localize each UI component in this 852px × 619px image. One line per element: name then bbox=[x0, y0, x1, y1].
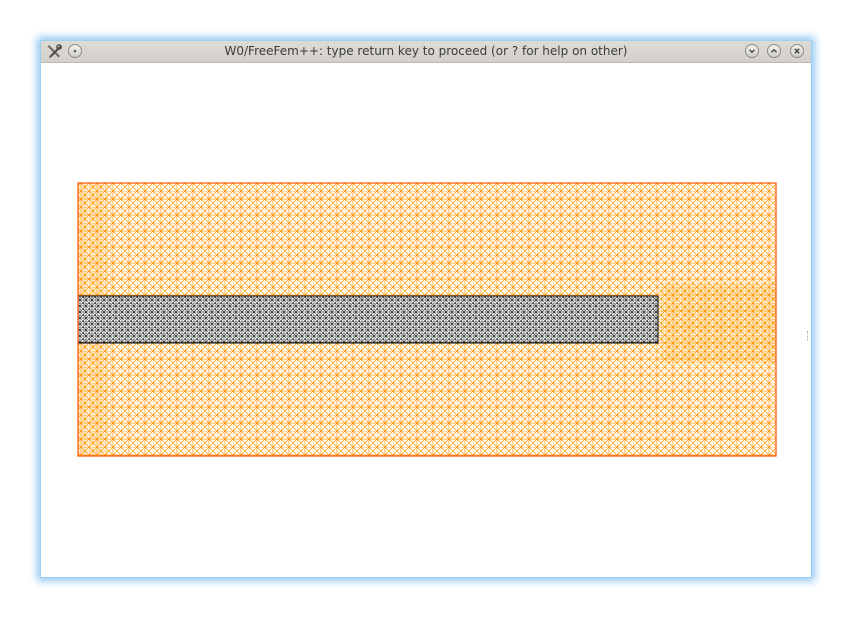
close-button[interactable] bbox=[790, 44, 804, 58]
finite-element-mesh bbox=[77, 182, 777, 457]
minimize-button[interactable] bbox=[745, 44, 759, 58]
window-menu-icon[interactable] bbox=[68, 44, 82, 58]
resize-grip[interactable] bbox=[807, 331, 810, 341]
chevron-up-icon bbox=[771, 48, 777, 53]
title-bar[interactable]: W0/FreeFem++: type return key to proceed… bbox=[41, 41, 811, 63]
tools-icon[interactable] bbox=[46, 43, 63, 60]
outer-domain-border bbox=[77, 182, 777, 457]
freefem-window: W0/FreeFem++: type return key to proceed… bbox=[40, 40, 812, 578]
maximize-button[interactable] bbox=[767, 44, 781, 58]
refined-region-mesh bbox=[661, 283, 776, 363]
inner-channel-mesh-lines bbox=[78, 296, 658, 343]
chevron-down-icon bbox=[749, 49, 755, 54]
window-title: W0/FreeFem++: type return key to proceed… bbox=[224, 44, 628, 58]
close-icon bbox=[794, 48, 800, 54]
plot-canvas[interactable] bbox=[41, 63, 811, 577]
